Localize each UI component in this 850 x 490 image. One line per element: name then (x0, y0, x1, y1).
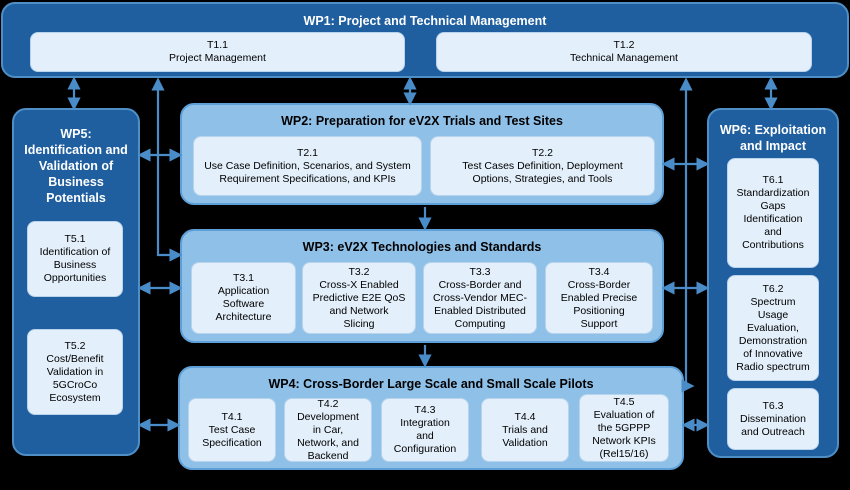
wp6-title: WP6: Exploitation and Impact (719, 123, 827, 153)
task-label: Project Management (169, 52, 266, 64)
task-t2-2: T2.2 Test Cases Definition, Deployment O… (430, 136, 655, 196)
wp4-box: WP4: Cross-Border Large Scale and Small … (178, 366, 684, 470)
task-t3-2: T3.2 Cross-X Enabled Predictive E2E QoS … (302, 262, 416, 334)
task-id: T1.2 (613, 39, 635, 51)
task-t3-3: T3.3 Cross-Border and Cross-Vendor MEC- … (423, 262, 537, 334)
task-t5-2: T5.2 Cost/Benefit Validation in 5GCroCo … (27, 329, 123, 415)
task-t3-1: T3.1 Application Software Architecture (191, 262, 296, 334)
wp1-title: WP1: Project and Technical Management (303, 14, 547, 28)
arrow-wp1-wp4-right (679, 77, 693, 388)
task-t6-1: T6.1 Standardization Gaps Identification… (727, 158, 819, 268)
task-t3-4: T3.4 Cross-Border Enabled Precise Positi… (545, 262, 653, 334)
task-t4-3: T4.3 Integration and Configuration (381, 398, 469, 462)
task-t4-2: T4.2 Development in Car, Network, and Ba… (284, 398, 372, 462)
task-id: T1.1 (206, 39, 228, 51)
wp2-title: WP2: Preparation for eV2X Trials and Tes… (281, 114, 563, 128)
task-t1-2: T1.2 Technical Management (436, 32, 812, 72)
task-t4-1: T4.1 Test Case Specification (188, 398, 276, 462)
task-t4-4: T4.4 Trials and Validation (481, 398, 569, 462)
task-t5-1: T5.1 Identification of Business Opportun… (27, 221, 123, 297)
wp3-box: WP3: eV2X Technologies and Standards T3.… (180, 229, 664, 343)
wp2-box: WP2: Preparation for eV2X Trials and Tes… (180, 103, 664, 205)
task-t6-2: T6.2 Spectrum Usage Evaluation, Demonstr… (727, 275, 819, 381)
wp1-box: WP1: Project and Technical Management T1… (1, 2, 849, 78)
wp3-title: WP3: eV2X Technologies and Standards (302, 240, 542, 254)
wp5-title: WP5: Identification and Validation of Bu… (24, 127, 128, 205)
task-t2-1: T2.1 Use Case Definition, Scenarios, and… (193, 136, 422, 196)
task-t6-3: T6.3 Dissemination and Outreach (727, 388, 819, 450)
task-t4-5: T4.5 Evaluation of the 5GPPP Network KPI… (579, 394, 669, 462)
wp5-box: WP5: Identification and Validation of Bu… (12, 108, 140, 456)
task-t1-1: T1.1 Project Management (30, 32, 405, 72)
arrow-wp1-wp3-left (151, 77, 183, 262)
wp6-box: WP6: Exploitation and Impact T6.1 Standa… (707, 108, 839, 458)
wp4-title: WP4: Cross-Border Large Scale and Small … (268, 377, 594, 391)
task-label: Technical Management (570, 52, 678, 64)
